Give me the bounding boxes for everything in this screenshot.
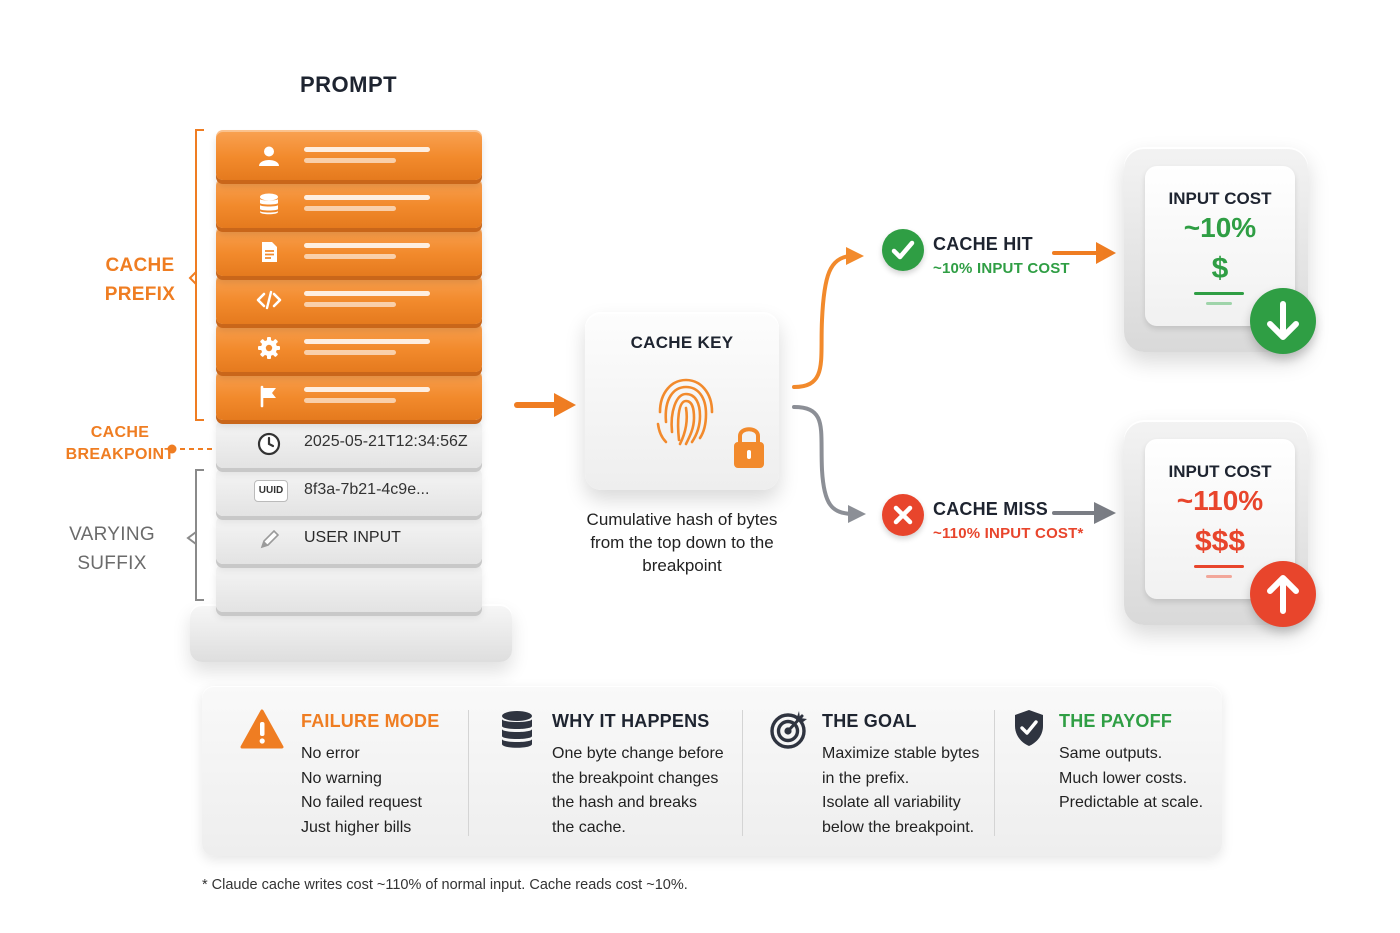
info-panel bbox=[202, 686, 1222, 856]
arrow-up-icon bbox=[1250, 561, 1316, 627]
cache-key-title: CACHE KEY bbox=[630, 333, 734, 352]
arrow-down-icon bbox=[1250, 288, 1316, 354]
cache-hit-subtitle: ~10% INPUT COST bbox=[933, 260, 1070, 277]
pencil-icon bbox=[260, 529, 280, 549]
failure-mode-body: No error No warning No failed request Ju… bbox=[301, 745, 422, 836]
database-icon bbox=[502, 711, 532, 748]
prompt-layer-empty bbox=[216, 562, 482, 612]
prompt-layer-uuid: UUID 8f3a-7b21-4c9e... bbox=[216, 466, 482, 516]
prompt-title: PROMPT bbox=[300, 72, 398, 97]
x-icon bbox=[882, 494, 924, 536]
stack-base bbox=[190, 604, 512, 662]
prompt-layer-user-input: USER INPUT bbox=[216, 514, 482, 564]
fingerprint-icon bbox=[656, 378, 714, 446]
cache-miss-subtitle: ~110% INPUT COST* bbox=[933, 525, 1084, 542]
document-icon bbox=[262, 242, 277, 262]
uuid-text: 8f3a-7b21-4c9e... bbox=[304, 481, 430, 498]
uuid-icon: UUID bbox=[254, 480, 288, 502]
cost-hit-dollars: $ bbox=[1211, 252, 1229, 285]
prompt-layer-document bbox=[216, 226, 482, 276]
prompt-layer-database bbox=[216, 178, 482, 228]
the-payoff-body: Same outputs. Much lower costs. Predicta… bbox=[1059, 745, 1204, 811]
cost-hit-value: ~10% bbox=[1183, 212, 1257, 243]
gear-icon bbox=[258, 337, 280, 359]
cost-hit-label: INPUT COST bbox=[1168, 189, 1272, 208]
code-icon bbox=[256, 290, 282, 310]
varying-suffix-label: VARYING SUFFIX bbox=[69, 524, 155, 574]
user-icon bbox=[259, 146, 279, 166]
target-icon bbox=[770, 711, 807, 749]
cost-miss-value: ~110% bbox=[1176, 485, 1264, 516]
prompt-layer-flag bbox=[216, 370, 482, 420]
prompt-layer-code bbox=[216, 274, 482, 324]
why-it-happens-heading: WHY IT HAPPENS bbox=[552, 711, 710, 731]
check-icon bbox=[882, 229, 924, 271]
timestamp-text: 2025-05-21T12:34:56Z bbox=[304, 433, 468, 450]
cache-prefix-label: CACHE PREFIX bbox=[104, 255, 176, 305]
cache-miss-title: CACHE MISS bbox=[933, 499, 1049, 519]
cost-miss-label: INPUT COST bbox=[1168, 462, 1272, 481]
cache-breakpoint-label: CACHE BREAKPOINT bbox=[65, 424, 175, 463]
footnote: * Claude cache writes cost ~110% of norm… bbox=[202, 877, 688, 893]
failure-mode-heading: FAILURE MODE bbox=[301, 711, 440, 731]
database-icon bbox=[260, 193, 278, 215]
why-it-happens-body: One byte change before the breakpoint ch… bbox=[552, 745, 724, 836]
lock-icon bbox=[734, 427, 764, 468]
shield-check-icon bbox=[1015, 710, 1043, 746]
prompt-layer-user bbox=[216, 130, 482, 180]
cache-hit-title: CACHE HIT bbox=[933, 234, 1033, 254]
flag-icon bbox=[260, 385, 276, 408]
cost-miss-dollars: $$$ bbox=[1194, 525, 1246, 558]
prompt-layer-timestamp: 2025-05-21T12:34:56Z bbox=[216, 418, 482, 468]
the-goal-body: Maximize stable bytes in the prefix. Iso… bbox=[822, 745, 980, 836]
the-goal-heading: THE GOAL bbox=[822, 711, 917, 731]
cache-key-caption: Cumulative hash of bytes from the top do… bbox=[586, 510, 778, 575]
the-payoff-heading: THE PAYOFF bbox=[1059, 711, 1173, 731]
clock-icon bbox=[257, 432, 281, 456]
user-input-text: USER INPUT bbox=[304, 529, 401, 546]
warning-icon bbox=[240, 709, 284, 749]
prompt-layer-gear bbox=[216, 322, 482, 372]
